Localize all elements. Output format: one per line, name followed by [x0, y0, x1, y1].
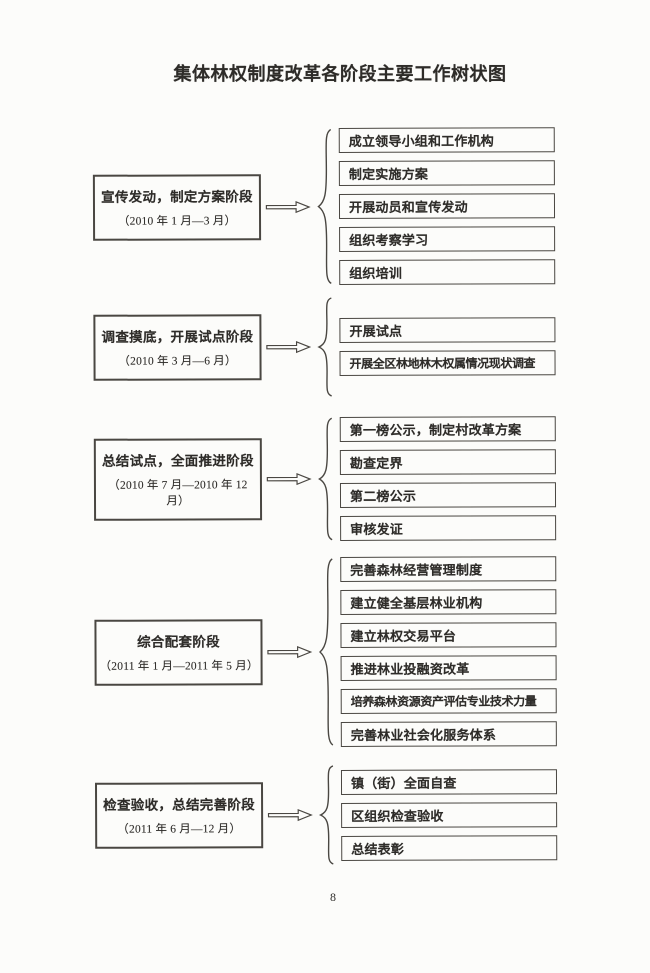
stage-row: 宣传发动，制定方案阶段 （2010 年 1 月—3 月） 成立领导小组和工作机构…: [0, 127, 649, 286]
task-label: 完善林业社会化服务体系: [350, 727, 497, 743]
task-box: 第二榜公示: [339, 482, 557, 508]
stage-date: （2010 年 1 月—3 月）: [117, 214, 237, 228]
stage-cell: 调查摸底，开展试点阶段 （2010 年 3 月—6 月）: [0, 314, 262, 381]
task-list: 成立领导小组和工作机构 制定实施方案 开展动员和宣传发动 组织考察学习 组织培训: [338, 127, 556, 285]
task-box: 开展全区林地林木权属情况现状调查: [339, 350, 556, 376]
stage-date: （2011 年 1 月—2011 年 5 月）: [99, 660, 259, 673]
task-list: 开展试点 开展全区林地林木权属情况现状调查: [339, 317, 556, 376]
task-label: 开展全区林地林木权属情况现状调查: [349, 356, 536, 371]
task-list: 第一榜公示，制定村改革方案 勘查定界 第二榜公示 审核发证: [339, 416, 557, 541]
brace-cell: [316, 417, 340, 541]
stage-cell: 综合配套阶段 （2011 年 1 月—2011 年 5 月）: [0, 619, 263, 686]
task-label: 培养森林资源资产评估专业技术力量: [350, 694, 537, 709]
stage-row: 调查摸底，开展试点阶段 （2010 年 3 月—6 月） 开展试点 开展全区林地…: [0, 296, 650, 398]
task-label: 开展试点: [349, 323, 403, 339]
task-box: 第一榜公示，制定村改革方案: [339, 416, 556, 442]
left-brace-icon: [315, 128, 336, 285]
page-number: 8: [330, 890, 336, 904]
stage-name: 宣传发动，制定方案阶段: [101, 188, 253, 205]
right-arrow-icon: [266, 473, 312, 486]
task-box: 开展试点: [339, 317, 556, 343]
brace-cell: [317, 765, 341, 865]
task-label: 总结表彰: [351, 841, 405, 857]
left-brace-icon: [317, 765, 337, 865]
stage-name: 检查验收，总结完善阶段: [103, 797, 256, 813]
task-list: 镇（街）全面自查 区组织检查验收 总结表彰: [340, 768, 558, 861]
task-label: 组织考察学习: [349, 232, 429, 248]
stage-name: 综合配套阶段: [137, 634, 220, 650]
brace-cell: [315, 297, 339, 397]
diagram-rows: 宣传发动，制定方案阶段 （2010 年 1 月—3 月） 成立领导小组和工作机构…: [0, 127, 650, 866]
arrow-cell: [263, 806, 317, 824]
task-box: 区组织检查验收: [341, 801, 558, 828]
task-list: 完善森林经营管理制度 建立健全基层林业机构 建立林权交易平台 推进林业投融资改革…: [340, 556, 557, 747]
task-box: 勘查定界: [339, 449, 556, 475]
task-box: 完善森林经营管理制度: [340, 556, 557, 582]
stage-cell: 宣传发动，制定方案阶段 （2010 年 1 月—3 月）: [0, 173, 262, 241]
task-box: 开展动员和宣传发动: [338, 193, 556, 219]
stage-name: 调查摸底，开展试点阶段: [101, 329, 254, 345]
page-title: 集体林权制度改革各阶段主要工作树状图: [173, 64, 507, 84]
task-label: 区组织检查验收: [351, 808, 444, 824]
stage-row: 检查验收，总结完善阶段 （2011 年 6 月—12 月） 镇（街）全面自查 区…: [1, 764, 650, 866]
task-label: 成立领导小组和工作机构: [348, 133, 494, 149]
stage-cell: 检查验收，总结完善阶段 （2011 年 6 月—12 月）: [1, 782, 264, 849]
task-box: 组织考察学习: [339, 226, 556, 252]
stage-box: 调查摸底，开展试点阶段 （2010 年 3 月—6 月）: [93, 314, 262, 381]
task-label: 第一榜公示，制定村改革方案: [349, 422, 522, 438]
task-box: 推进林业投融资改革: [340, 655, 557, 681]
brace-cell: [316, 557, 341, 747]
task-label: 开展动员和宣传发动: [348, 199, 468, 215]
task-label: 建立林权交易平台: [350, 628, 457, 644]
task-box: 完善林业社会化服务体系: [340, 721, 557, 747]
stage-box: 检查验收，总结完善阶段 （2011 年 6 月—12 月）: [94, 782, 264, 849]
task-box: 建立健全基层林业机构: [340, 589, 557, 615]
task-label: 建立健全基层林业机构: [350, 595, 483, 611]
task-box: 总结表彰: [341, 834, 558, 861]
task-box: 制定实施方案: [338, 160, 555, 186]
arrow-cell: [261, 338, 315, 356]
right-arrow-icon: [267, 809, 313, 822]
arrow-cell: [263, 643, 317, 661]
right-arrow-icon: [265, 200, 311, 213]
task-box: 建立林权交易平台: [340, 622, 557, 648]
task-label: 第二榜公示: [349, 488, 417, 504]
arrow-cell: [262, 470, 316, 488]
task-box: 培养森林资源资产评估专业技术力量: [340, 688, 557, 714]
stage-date: （2011 年 6 月—12 月）: [117, 823, 242, 836]
left-brace-icon: [315, 297, 335, 397]
task-box: 审核发证: [340, 515, 557, 541]
stage-box: 总结试点，全面推进阶段 （2010 年 7 月—2010 年 12 月）: [93, 438, 263, 521]
document-page: 集体林权制度改革各阶段主要工作树状图 宣传发动，制定方案阶段 （2010 年 1…: [0, 60, 650, 973]
task-label: 组织培训: [349, 265, 403, 281]
task-label: 勘查定界: [349, 455, 403, 471]
right-arrow-icon: [267, 646, 313, 659]
task-box: 组织培训: [339, 259, 556, 285]
left-brace-icon: [316, 557, 337, 747]
left-brace-icon: [316, 417, 336, 541]
stage-box: 综合配套阶段 （2011 年 1 月—2011 年 5 月）: [94, 619, 263, 686]
stage-date: （2010 年 3 月—6 月）: [118, 355, 237, 368]
task-box: 成立领导小组和工作机构: [338, 127, 555, 153]
brace-cell: [315, 128, 340, 285]
task-label: 制定实施方案: [348, 166, 429, 182]
stage-row: 总结试点，全面推进阶段 （2010 年 7 月—2010 年 12 月） 第一榜…: [0, 416, 650, 542]
stage-cell: 总结试点，全面推进阶段 （2010 年 7 月—2010 年 12 月）: [0, 438, 263, 521]
stage-date: （2010 年 7 月—2010 年 12 月）: [108, 479, 248, 508]
task-label: 完善森林经营管理制度: [350, 562, 483, 578]
stage-name: 总结试点，全面推进阶段: [101, 453, 254, 469]
right-arrow-icon: [266, 341, 312, 354]
stage-row: 综合配套阶段 （2011 年 1 月—2011 年 5 月） 完善森林经营管理制…: [0, 556, 650, 748]
task-label: 审核发证: [350, 521, 403, 537]
task-label: 镇（街）全面自查: [350, 775, 457, 791]
arrow-cell: [261, 198, 315, 216]
task-label: 推进林业投融资改革: [350, 661, 470, 677]
stage-box: 宣传发动，制定方案阶段 （2010 年 1 月—3 月）: [92, 173, 262, 241]
task-box: 镇（街）全面自查: [340, 768, 558, 795]
